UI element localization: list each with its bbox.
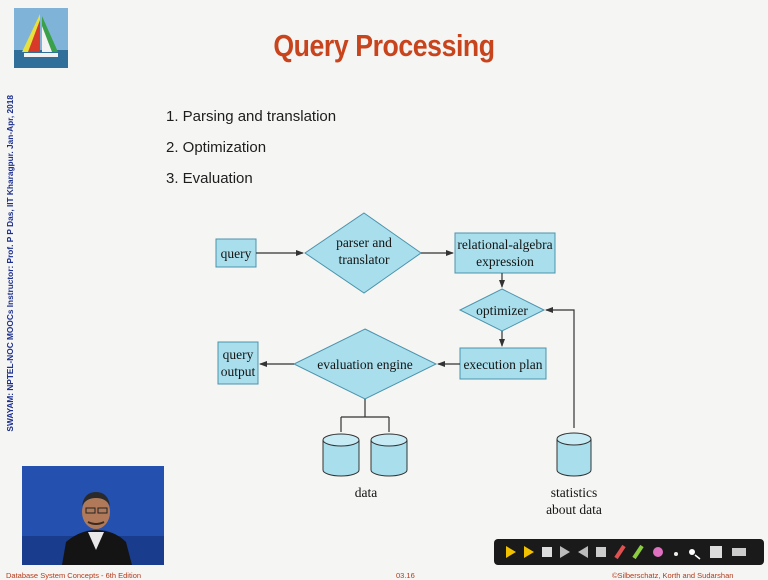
sailboat-logo-icon — [14, 8, 68, 68]
highlighter-icon — [542, 547, 552, 557]
step-item: 1. Parsing and translation — [166, 108, 337, 125]
data-cylinder-icon — [370, 433, 408, 477]
eraser-icon — [560, 546, 570, 558]
box-icon — [596, 547, 606, 557]
toolbar-icons — [506, 544, 746, 560]
pointer-icon — [506, 546, 516, 558]
footer-book-title: Database System Concepts - 6th Edition — [6, 571, 142, 580]
query-output-box: query output — [217, 341, 259, 385]
query-box: query — [215, 238, 257, 268]
relalg-label-line1: relational-algebra — [457, 237, 552, 252]
marker-icon — [632, 544, 644, 560]
parser-label-line2: translator — [339, 252, 390, 267]
parser-label-line1: parser and — [336, 235, 392, 250]
query-output-line1: query — [223, 347, 254, 362]
brush-icon — [653, 547, 663, 557]
color-icon — [710, 546, 722, 558]
pencil-icon — [614, 544, 626, 560]
instructor-icon — [22, 466, 164, 565]
step-item: 3. Evaluation — [166, 170, 253, 187]
arrow-stats-optimizer — [545, 307, 575, 428]
parser-translator-diamond: parser and translator — [304, 212, 422, 294]
step-list: 1. Parsing and translation 2. Optimizati… — [166, 106, 336, 199]
instructor-video — [22, 466, 164, 565]
evaluation-engine-diamond: evaluation engine — [292, 328, 438, 400]
data-cylinder-icon — [322, 433, 360, 477]
pen-icon — [524, 546, 534, 558]
execution-plan-label: execution plan — [463, 357, 542, 372]
data-label: data — [355, 485, 378, 500]
step-item: 2. Optimization — [166, 139, 267, 156]
statistics-label-line1: statistics — [551, 485, 598, 500]
annotation-toolbar[interactable] — [494, 539, 764, 565]
statistics-cylinder-icon — [556, 432, 592, 477]
slide-title: Query Processing — [273, 28, 495, 63]
statistics-label-line2: about data — [546, 502, 602, 517]
evaluation-engine-label: evaluation engine — [317, 357, 413, 372]
relalg-label-line2: expression — [476, 254, 534, 269]
footer-page-number: 03.16 — [396, 571, 415, 580]
laser-icon — [689, 549, 701, 560]
undo-icon — [732, 548, 746, 556]
dot-icon — [674, 552, 678, 556]
query-output-line2: output — [221, 364, 256, 379]
footer-copyright: ©Silberschatz, Korth and Sudarshan — [612, 571, 734, 580]
optimizer-label: optimizer — [476, 303, 528, 318]
arrow-icon — [578, 546, 588, 558]
query-label: query — [221, 246, 252, 261]
execution-plan-box: execution plan — [459, 347, 547, 380]
optimizer-diamond: optimizer — [458, 288, 546, 332]
relational-algebra-box: relational-algebra expression — [454, 232, 556, 274]
engine-data-connector — [340, 399, 390, 432]
